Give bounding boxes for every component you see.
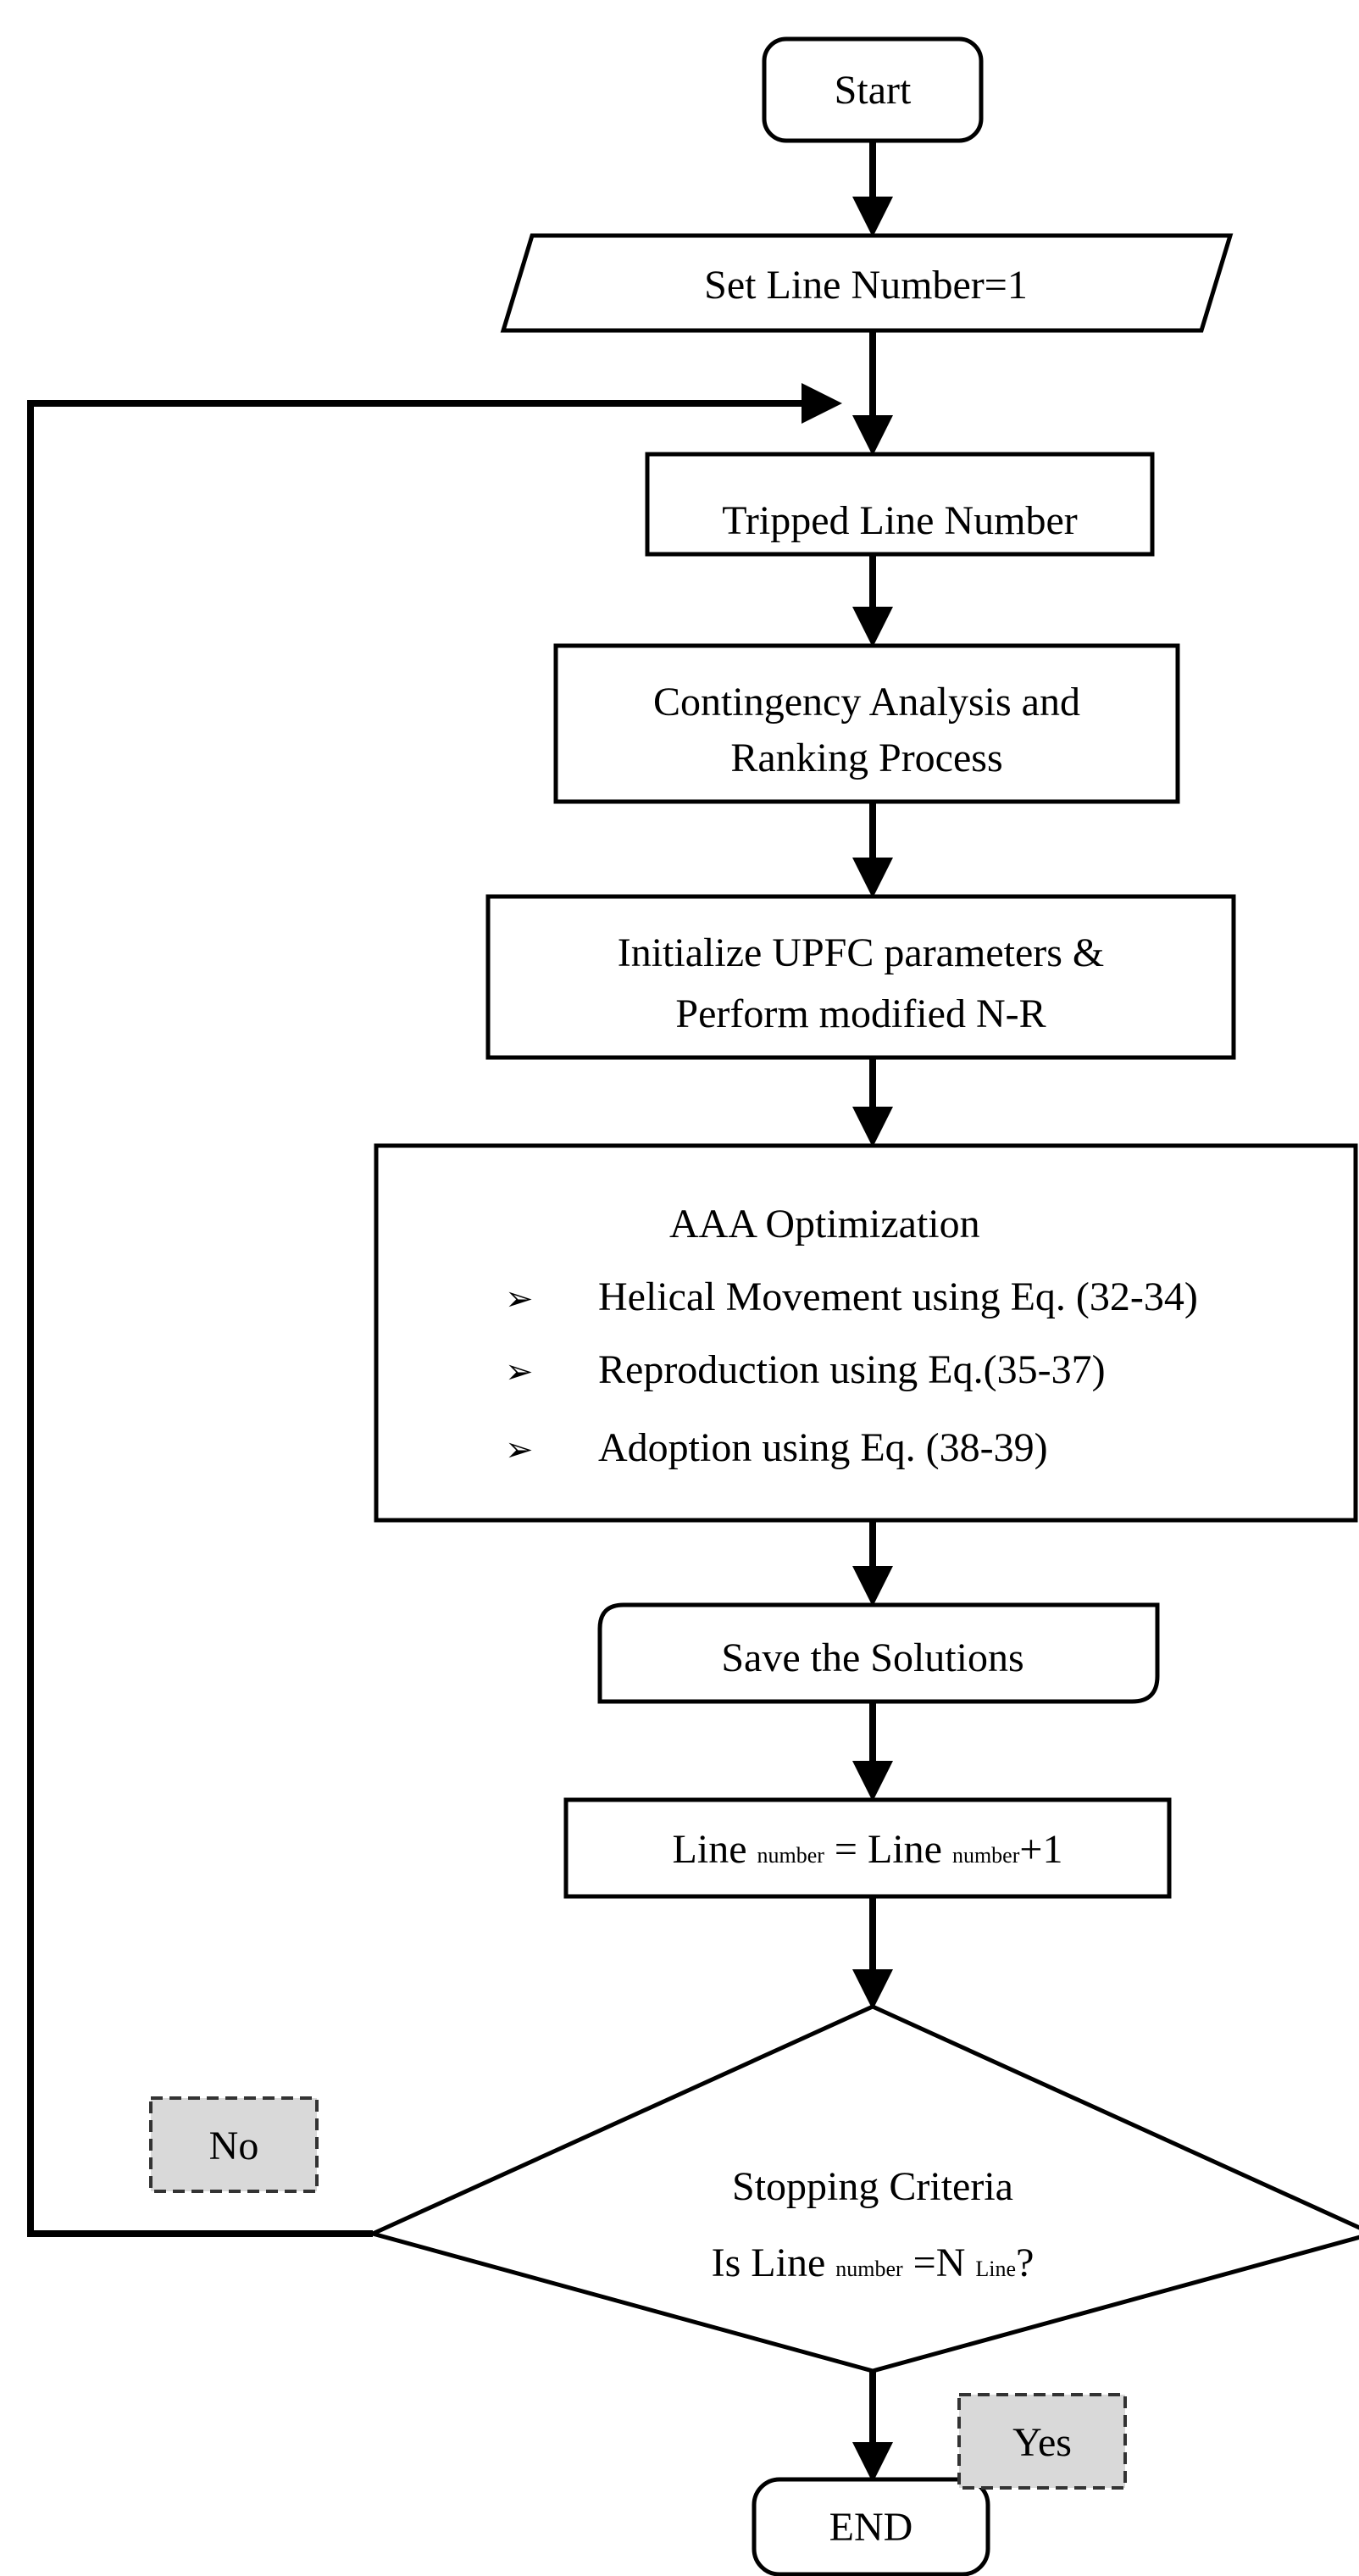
set-line-label: Set Line Number=1 (704, 263, 1028, 308)
decision-q-sub2: Line (975, 2257, 1016, 2281)
initialize-label-line1: Initialize UPFC parameters & (618, 930, 1105, 975)
aaa-title: AAA Optimization (669, 1202, 980, 1246)
save-node: Save the Solutions (597, 1602, 1160, 1704)
yes-label: Yes (1012, 2420, 1072, 2465)
no-label-box: No (149, 2096, 319, 2193)
aaa-node: AAA Optimization ➢ Helical Movement usin… (374, 1143, 1358, 1523)
increment-part1: Line (673, 1827, 757, 1872)
increment-part3: +1 (1019, 1827, 1062, 1872)
aaa-item: Adoption using Eq. (38-39) (598, 1425, 1048, 1470)
decision-title: Stopping Criteria (732, 2164, 1013, 2209)
increment-part2: = Line (824, 1827, 952, 1872)
decision-node: Stopping Criteria Is Line number =N Line… (366, 2004, 1359, 2373)
start-node: Start (762, 36, 984, 143)
end-label: END (829, 2505, 913, 2550)
save-label: Save the Solutions (721, 1635, 1023, 1680)
decision-question: Is Line number =N Line? (712, 2240, 1035, 2285)
end-node: END (752, 2477, 990, 2576)
edge-no-loop-back (27, 383, 842, 2237)
decision-q-sub1: number (835, 2257, 903, 2281)
contingency-node: Contingency Analysis and Ranking Process (553, 643, 1180, 804)
increment-label: Line number = Line number+1 (673, 1827, 1063, 1872)
increment-sub2: number (952, 1843, 1020, 1868)
increment-node: Line number = Line number+1 (563, 1797, 1172, 1899)
tripped-line-label: Tripped Line Number (722, 498, 1078, 543)
aaa-item: Reproduction using Eq.(35-37) (598, 1347, 1106, 1392)
increment-sub1: number (757, 1843, 825, 1868)
aaa-item: Helical Movement using Eq. (32-34) (598, 1274, 1198, 1319)
yes-label-box: Yes (957, 2393, 1127, 2490)
contingency-label-line1: Contingency Analysis and (653, 680, 1080, 724)
initialize-label-line2: Perform modified N-R (675, 991, 1046, 1036)
decision-q-part1: Is Line (712, 2240, 836, 2285)
bullet-icon: ➢ (505, 1352, 534, 1391)
bullet-icon: ➢ (505, 1430, 534, 1469)
initialize-node: Initialize UPFC parameters & Perform mod… (485, 894, 1236, 1060)
contingency-label-line2: Ranking Process (730, 736, 1002, 780)
no-label: No (209, 2124, 259, 2168)
bullet-icon: ➢ (505, 1280, 534, 1319)
start-label: Start (835, 68, 912, 113)
set-line-node: Set Line Number=1 (500, 233, 1234, 333)
decision-q-part3: ? (1016, 2240, 1034, 2285)
decision-q-part2: =N (903, 2240, 976, 2285)
tripped-line-node: Tripped Line Number (645, 452, 1155, 557)
